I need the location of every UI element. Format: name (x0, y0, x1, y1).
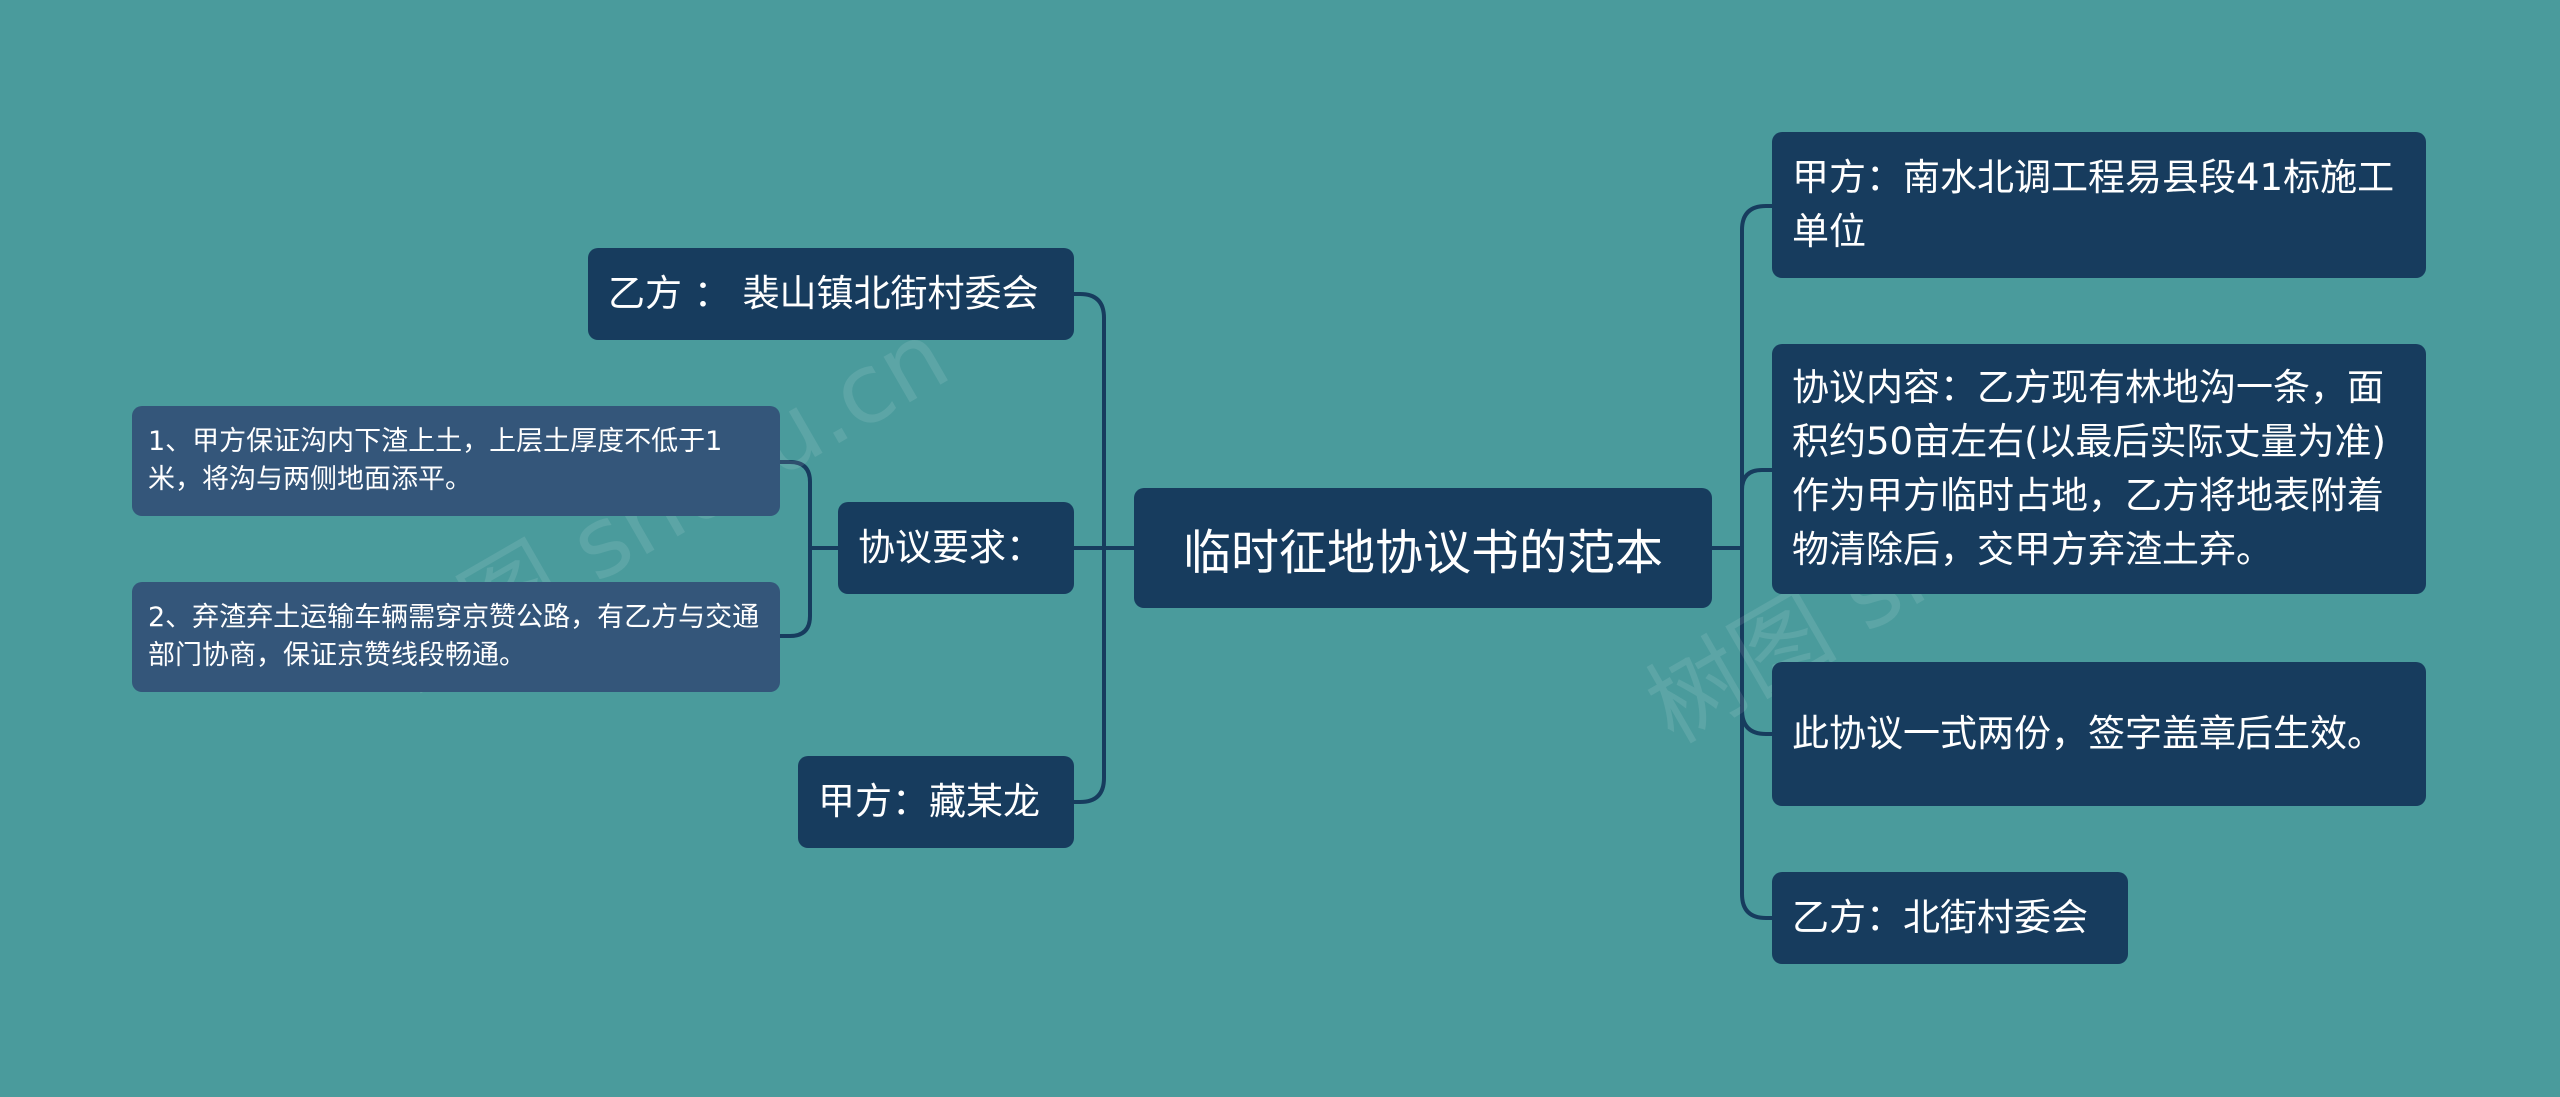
link-req-item-2 (778, 546, 812, 638)
left-node-requirements[interactable]: 协议要求： (838, 502, 1074, 594)
left-node-party-b-label: 乙方 ： 裴山镇北街村委会 (608, 272, 1039, 315)
right-node-copies[interactable]: 此协议一式两份，签字盖章后生效。 (1772, 662, 2426, 806)
requirement-item-1[interactable]: 1、甲方保证沟内下渣上土，上层土厚度不低于1米，将沟与两侧地面添平。 (132, 406, 780, 516)
right-node-party-b-text: 乙方：北街村委会 (1792, 896, 2088, 939)
right-node-party-a[interactable]: 甲方：南水北调工程易县段41标施工单位 (1772, 132, 2426, 278)
central-topic[interactable]: 临时征地协议书的范本 (1134, 488, 1712, 608)
right-node-copies-text: 此协议一式两份，签字盖章后生效。 (1792, 712, 2384, 755)
requirement-item-2-text: 2、弃渣弃土运输车辆需穿京赞公路，有乙方与交通部门协商，保证京赞线段畅通。 (148, 602, 760, 671)
link-right-item-4 (1740, 546, 1774, 920)
link-left-party-b (1072, 292, 1106, 550)
link-right-item-2 (1740, 468, 1774, 550)
central-topic-label: 临时征地协议书的范本 (1182, 525, 1663, 581)
right-node-party-a-text: 甲方：南水北调工程易县段41标施工单位 (1792, 156, 2395, 253)
right-node-agreement-content-text: 协议内容：乙方现有林地沟一条，面积约50亩左右(以最后实际丈量为准)作为甲方临时… (1792, 366, 2386, 571)
link-left-party-a (1072, 546, 1106, 804)
link-req-item-1 (778, 460, 812, 550)
left-node-party-b[interactable]: 乙方 ： 裴山镇北街村委会 (588, 248, 1074, 340)
right-node-party-b[interactable]: 乙方：北街村委会 (1772, 872, 2128, 964)
left-node-party-a-label: 甲方：藏某龙 (818, 780, 1040, 823)
link-right-spine (1740, 204, 1774, 550)
right-node-agreement-content[interactable]: 协议内容：乙方现有林地沟一条，面积约50亩左右(以最后实际丈量为准)作为甲方临时… (1772, 344, 2426, 594)
link-right-item-3 (1740, 546, 1774, 736)
left-node-requirements-label: 协议要求： (858, 526, 1043, 569)
left-node-party-a[interactable]: 甲方：藏某龙 (798, 756, 1074, 848)
requirement-item-1-text: 1、甲方保证沟内下渣上土，上层土厚度不低于1米，将沟与两侧地面添平。 (148, 426, 723, 495)
requirement-item-2[interactable]: 2、弃渣弃土运输车辆需穿京赞公路，有乙方与交通部门协商，保证京赞线段畅通。 (132, 582, 780, 692)
